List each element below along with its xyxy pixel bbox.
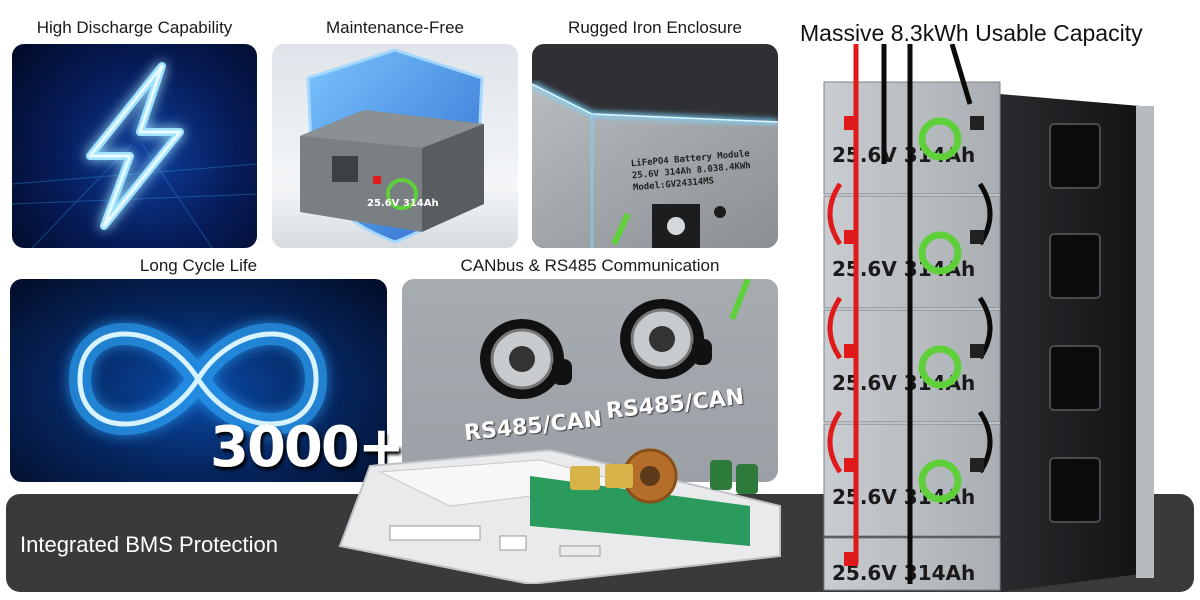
svg-text:25.6V 314Ah: 25.6V 314Ah bbox=[367, 198, 439, 209]
label-integrated-bms: Integrated BMS Protection bbox=[20, 532, 279, 557]
canbus-ports-image bbox=[402, 279, 778, 482]
label-rugged-enclosure: Rugged Iron Enclosure bbox=[568, 18, 742, 37]
connector-port-left bbox=[480, 319, 572, 399]
label-usable-capacity: Massive 8.3kWh Usable Capacity bbox=[800, 20, 1143, 46]
connector-port-right bbox=[620, 299, 712, 379]
high-discharge-image bbox=[12, 44, 257, 248]
label-long-cycle-life: Long Cycle Life bbox=[139, 256, 258, 275]
infinity-icon bbox=[68, 323, 328, 435]
lightning-bolt-icon bbox=[12, 62, 257, 248]
label-high-discharge: High Discharge Capability bbox=[36, 18, 233, 37]
battery-stack-image: 25.6V 314Ah 25.6V 314Ah 25.6V 314Ah 25.6… bbox=[823, 44, 1154, 592]
long-cycle-life-image bbox=[10, 279, 387, 482]
label-canbus-rs485: CANbus & RS485 Communication bbox=[460, 256, 720, 275]
label-maintenance-free: Maintenance-Free bbox=[326, 18, 464, 37]
bms-board-image bbox=[338, 448, 781, 584]
brand-g-logo-icon bbox=[918, 117, 962, 503]
rugged-enclosure-image: LiFePO4 Battery Module 25.6V 314Ah 8.038… bbox=[532, 44, 778, 248]
maintenance-free-image: 25.6V 314Ah bbox=[272, 44, 518, 248]
